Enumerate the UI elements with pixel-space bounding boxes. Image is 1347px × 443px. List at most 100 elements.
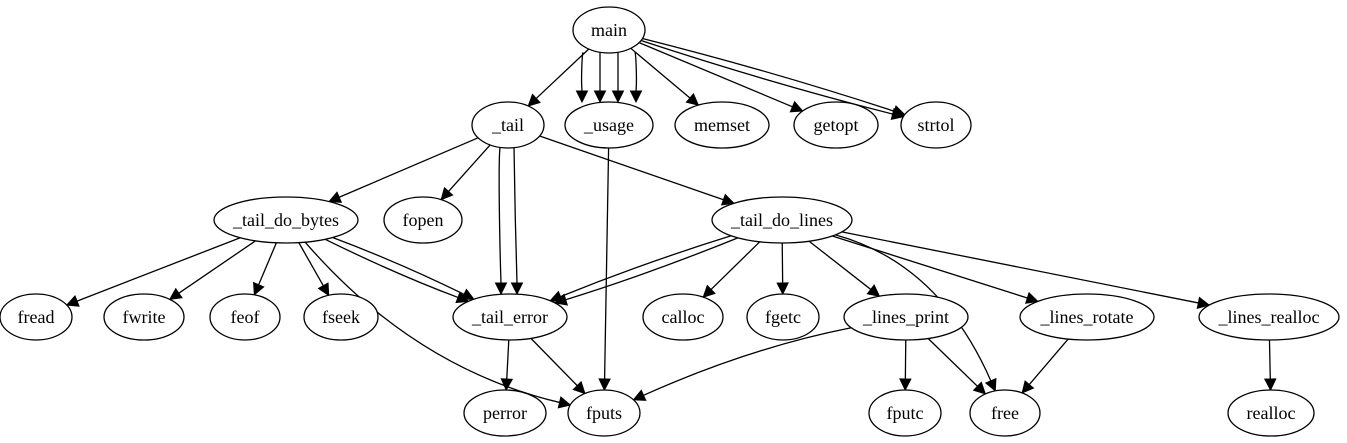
edge-arrowhead (549, 290, 564, 303)
edge-arrowhead (500, 378, 514, 392)
edge-arrowhead (685, 92, 700, 106)
edge-line (638, 42, 793, 108)
edge-_tail_do_bytes-to-_tail_error (324, 238, 470, 304)
edge-arrowhead (572, 380, 586, 395)
node-fwrite: fwrite (103, 293, 185, 341)
edge-arrowhead (1263, 378, 1277, 392)
edge-_tail-to-_tail_error (494, 147, 508, 296)
node-ellipse (674, 101, 770, 149)
edge-arrowhead (575, 90, 589, 104)
node-lines_print: _lines_print (843, 293, 969, 341)
edge-line (1268, 339, 1271, 380)
edge-_tail_do_lines-to-_lines_rotate (832, 235, 1039, 304)
edge-main-to-getopt (638, 42, 804, 113)
node-main: main (572, 6, 646, 54)
node-usage: _usage (564, 101, 654, 149)
node-ellipse (564, 101, 654, 149)
node-tail: _tail (471, 101, 545, 149)
edge-_tail_do_lines-to-_tail_error (549, 235, 732, 303)
node-label: _tail (491, 115, 524, 135)
node-ellipse (303, 293, 379, 341)
node-calloc: calloc (642, 293, 724, 341)
node-label: _lines_realloc (1218, 307, 1320, 327)
edge-line (448, 144, 491, 192)
edge-line (710, 241, 761, 290)
node-ellipse (1019, 293, 1155, 341)
edge-line (841, 231, 1199, 304)
node-label: fread (18, 307, 55, 327)
edge-_tail_do_lines-to-free (835, 234, 997, 392)
edge-line (76, 237, 241, 302)
edge-line (324, 238, 459, 299)
edge-line (642, 37, 895, 112)
edge-line (539, 135, 724, 201)
edge-line (530, 337, 578, 387)
edge-arrowhead (984, 377, 997, 392)
edge-arrowhead (611, 90, 625, 104)
node-label: fopen (403, 210, 444, 230)
edge-layer (65, 37, 1277, 409)
node-ellipse (1198, 293, 1340, 341)
node-ellipse (711, 196, 853, 244)
node-label: _tail_error (471, 307, 548, 327)
node-label: fputs (586, 403, 622, 423)
edge-line (178, 240, 256, 294)
node-label: getopt (814, 115, 859, 135)
node-ellipse (900, 101, 972, 149)
edge-arrowhead (629, 90, 643, 104)
edge-_tail_do_bytes-to-fread (65, 237, 241, 307)
edge-arrowhead (598, 378, 611, 392)
node-label: free (991, 403, 1019, 423)
node-fputc: fputc (868, 389, 942, 437)
edge-line (560, 235, 732, 298)
node-tail_error: _tail_error (452, 293, 568, 341)
edge-arrowhead (65, 295, 80, 307)
edge-_tail_do_lines-to-fgetc (776, 242, 789, 296)
edge-main-to-_usage (593, 52, 607, 104)
node-ellipse (567, 389, 641, 437)
edge-arrowhead (789, 100, 804, 113)
edge-main-to-strtol (642, 37, 906, 118)
node-realloc: realloc (1227, 389, 1315, 437)
node-label: _lines_rotate (1040, 307, 1134, 327)
edge-line (603, 147, 610, 380)
edge-arrowhead (720, 193, 735, 206)
edge-line (513, 147, 518, 284)
edge-_usage-to-fputs (598, 147, 611, 392)
node-free: free (969, 389, 1041, 437)
node-label: perror (483, 403, 527, 423)
edge-_tail-to-fopen (440, 144, 491, 201)
node-ellipse (383, 196, 463, 244)
node-lines_realloc: _lines_realloc (1198, 293, 1340, 341)
node-label: feof (231, 307, 260, 327)
edge-_lines_print-to-free (927, 338, 987, 395)
node-ellipse (969, 389, 1041, 437)
edge-arrowhead (972, 381, 987, 395)
edge-_tail_do_bytes-to-feof (253, 242, 277, 296)
edge-arrowhead (1021, 380, 1035, 394)
edge-line (258, 242, 277, 285)
edge-line (832, 235, 1028, 299)
edge-arrowhead (168, 287, 183, 301)
edge-arrowhead (1196, 296, 1211, 310)
edge-line (630, 47, 691, 99)
edge-arrowhead (455, 291, 470, 304)
node-fgetc: fgetc (746, 293, 820, 341)
edge-arrowhead (510, 282, 524, 296)
node-ellipse (213, 196, 359, 244)
node-ellipse (471, 101, 545, 149)
edge-main-to-_usage (629, 52, 643, 104)
node-strtol: strtol (900, 101, 972, 149)
node-label: fputc (887, 403, 924, 423)
node-label: calloc (662, 307, 705, 327)
edge-arrowhead (866, 284, 881, 297)
edge-arrowhead (702, 284, 716, 298)
edge-main-to-memset (630, 47, 700, 106)
edge-_tail-to-_tail_do_lines (539, 135, 735, 206)
edge-_tail_do_bytes-to-fwrite (168, 240, 256, 301)
edge-_tail_do_bytes-to-_tail_error (332, 236, 475, 300)
edge-arrowhead (253, 281, 265, 296)
edge-line (835, 234, 992, 382)
edge-arrowhead (440, 186, 454, 201)
